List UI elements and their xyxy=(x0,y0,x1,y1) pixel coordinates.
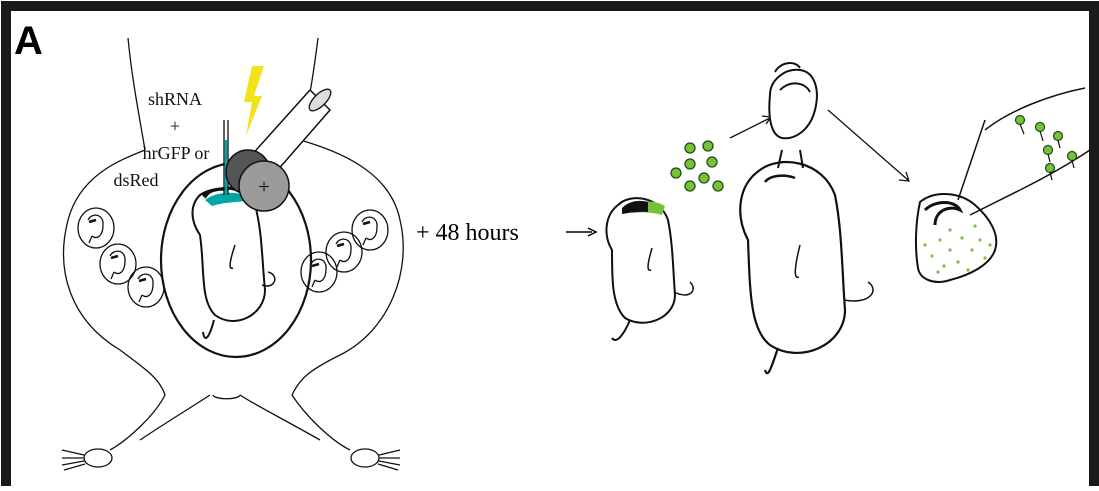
timeline-arrow xyxy=(566,228,596,236)
injection-pipette xyxy=(224,120,228,196)
label-hrgfp: hrGFP or xyxy=(143,143,210,163)
label-shrna: shRNA xyxy=(148,89,202,109)
pup-large xyxy=(740,162,873,373)
label-dsred: dsRed xyxy=(114,170,159,190)
embryo-small-left-2 xyxy=(100,244,136,284)
embryo-small-right-2 xyxy=(326,232,362,272)
embryo-small-right-1 xyxy=(301,252,337,292)
label-plus: + xyxy=(170,116,180,136)
pup-48h xyxy=(606,198,693,340)
panel-label: A xyxy=(14,19,43,63)
timeline-label: + 48 hours xyxy=(416,220,519,246)
electrode-sign: + xyxy=(258,176,269,198)
electrode-icon xyxy=(226,86,334,211)
dissociated-cells xyxy=(671,141,723,191)
lightning-icon xyxy=(244,66,264,136)
embryo-small-left-3 xyxy=(128,267,164,307)
embryo-small-left-1 xyxy=(78,208,114,248)
neuron-strip xyxy=(985,88,1090,190)
dissected-brain xyxy=(769,63,817,138)
embryo-small-right-3 xyxy=(352,210,388,250)
arrow-to-slice xyxy=(828,110,909,181)
arrow-to-brain xyxy=(730,116,771,138)
